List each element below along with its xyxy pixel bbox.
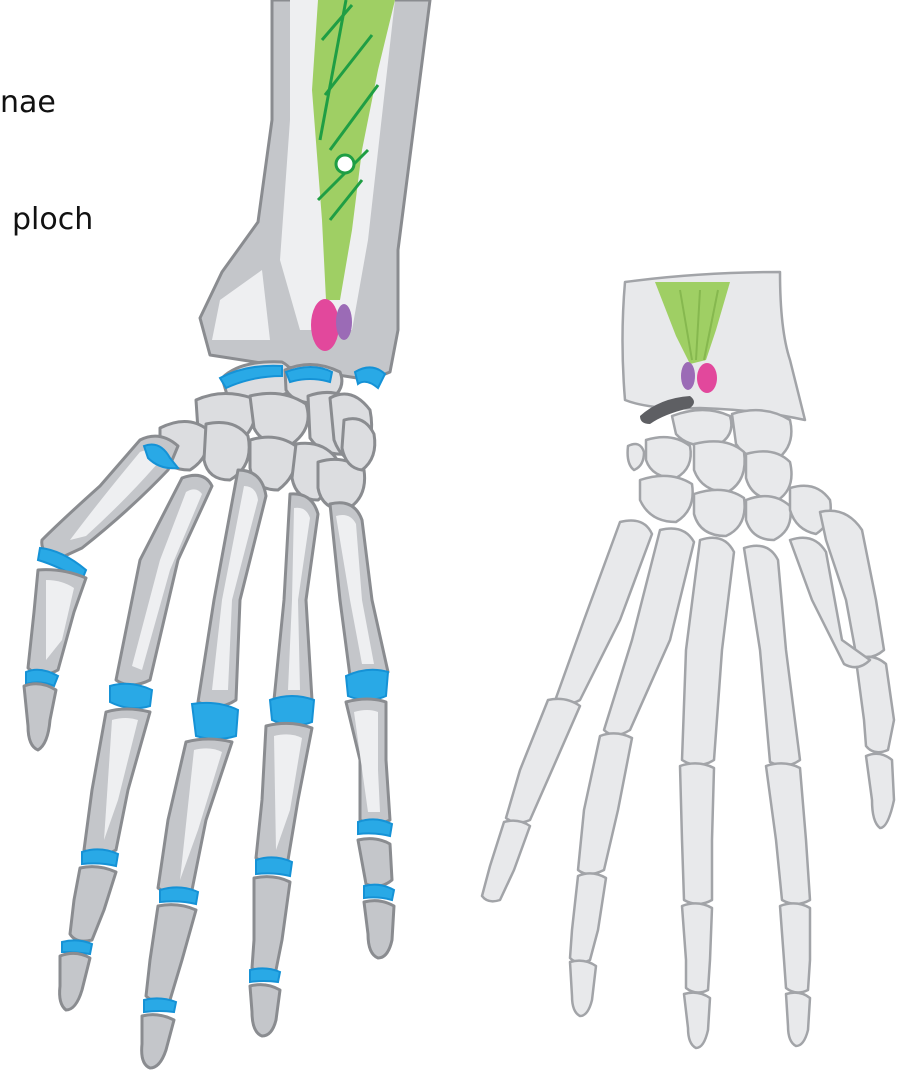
tendon-magenta-palmar <box>697 363 717 393</box>
little-finger-bones <box>330 503 394 958</box>
tendon-violet-palmar <box>681 362 695 390</box>
carpal-bones-palmar <box>628 410 831 540</box>
ring-finger-bones <box>250 494 318 1036</box>
tendon-magenta <box>311 299 339 351</box>
little-finger-bones-palmar <box>744 546 810 1046</box>
tendon-violet <box>336 304 352 340</box>
thumb-bones-palmar <box>820 511 894 828</box>
left-hand-skeleton <box>24 0 430 1068</box>
right-hand-skeleton <box>482 272 894 1048</box>
ring-finger-bones-palmar <box>680 538 734 1048</box>
middle-finger-bones-palmar <box>570 529 694 1017</box>
